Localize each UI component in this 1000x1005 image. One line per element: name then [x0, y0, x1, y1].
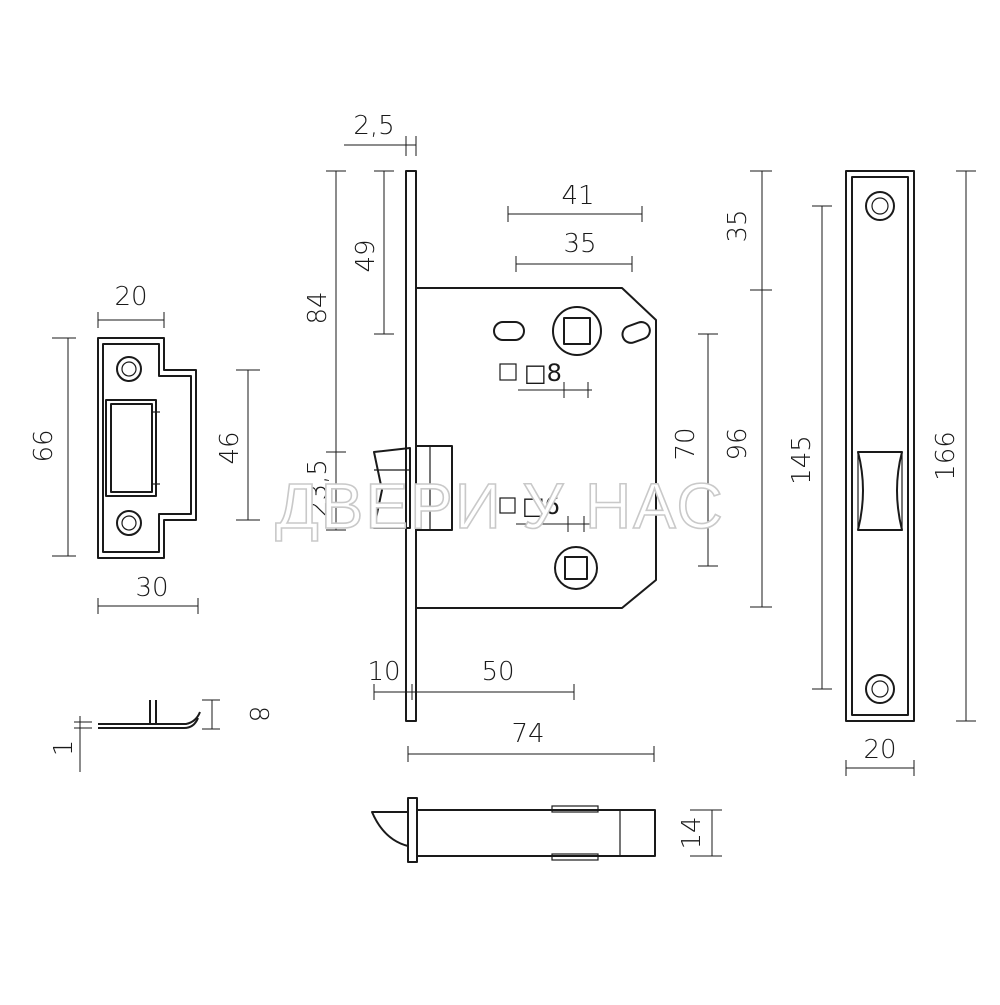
- dim-20-faceplate-label: 20: [863, 735, 896, 765]
- dim-10-label: 10: [367, 657, 400, 687]
- screw-hole-icon: [865, 191, 895, 221]
- dim-166-label: 166: [931, 431, 961, 481]
- dim-35-label: 35: [563, 229, 596, 259]
- square-8-label: □8: [524, 359, 562, 387]
- faceplate: [845, 170, 915, 722]
- dim-145-label: 145: [787, 435, 817, 485]
- faceplate-thickness-label: 2,5: [353, 111, 394, 141]
- dim-35-faceplate-label: 35: [723, 209, 753, 242]
- square-6-label: □6: [522, 492, 560, 520]
- screw-hole-icon: [116, 356, 142, 382]
- strike-opening-label: 46: [215, 431, 245, 464]
- dim-14-label: 14: [677, 816, 707, 849]
- screw-hole-icon: [116, 510, 142, 536]
- lock-body: □8 □6: [373, 170, 657, 722]
- dim-41-label: 41: [561, 181, 594, 211]
- lock-dimensions: 2,5 84 49 23,5 41 35 70 10 50 74: [303, 111, 718, 762]
- strike-height-label: 66: [29, 429, 59, 462]
- spindle-hole-icon: [552, 306, 602, 356]
- strike-width-bottom-label: 30: [135, 573, 168, 603]
- strike-thickness-label: 1: [49, 740, 79, 757]
- watermark: ДВЕРИ У НАС: [275, 470, 724, 542]
- strike-side-view: 8 1: [49, 699, 273, 772]
- faceplate-dimensions: 35 96 145 166 20: [723, 170, 976, 776]
- strike-dimensions: 20 66 30 46: [29, 282, 260, 614]
- dim-74-label: 74: [511, 719, 544, 749]
- strike-lip-label: 8: [243, 706, 273, 723]
- dim-50-label: 50: [481, 657, 514, 687]
- dim-96-label: 96: [723, 427, 753, 460]
- dim-84-label: 84: [303, 291, 333, 324]
- dim-49-label: 49: [351, 239, 381, 272]
- spindle-hole-icon: [554, 546, 598, 590]
- strike-plate: [97, 337, 197, 559]
- dim-23-5-label: 23,5: [303, 459, 333, 517]
- screw-hole-icon: [865, 674, 895, 704]
- latch-top-view: 14: [371, 797, 722, 863]
- dim-70-label: 70: [671, 427, 701, 460]
- strike-width-top-label: 20: [114, 282, 147, 312]
